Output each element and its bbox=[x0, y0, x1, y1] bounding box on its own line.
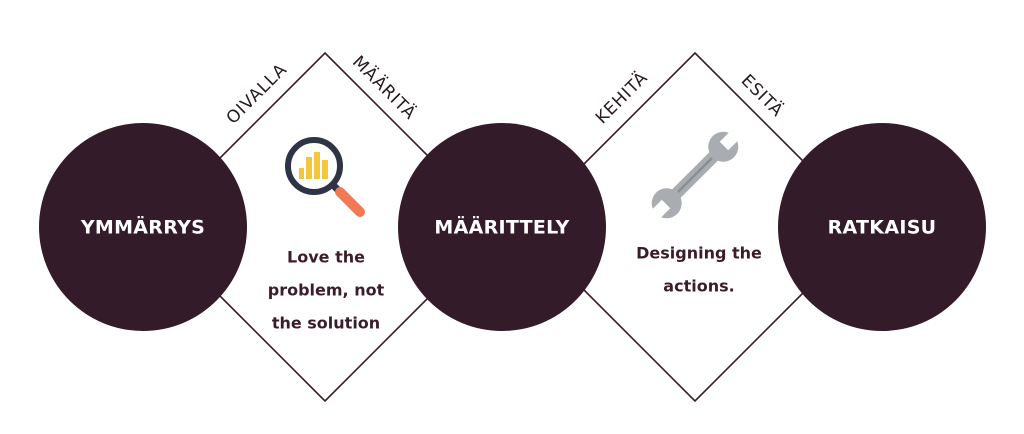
stage-label: RATKAISU bbox=[828, 217, 937, 239]
wrench-icon bbox=[649, 129, 741, 221]
magnifying-glass-chart-icon bbox=[285, 137, 365, 217]
stage-label: MÄÄRITTELY bbox=[434, 215, 569, 239]
caption-line: the solution bbox=[272, 314, 380, 333]
stage-circle-ymmarrys: YMMÄRRYS bbox=[39, 123, 247, 331]
edge-label-esita: ESITÄ bbox=[737, 70, 788, 121]
stage-circle-maarittely: MÄÄRITTELY bbox=[398, 123, 606, 331]
caption-line: Designing the bbox=[636, 244, 762, 263]
caption-line: Love the bbox=[287, 248, 365, 267]
stage-label: YMMÄRRYS bbox=[80, 215, 205, 239]
caption-line: actions. bbox=[663, 277, 734, 296]
caption-line: problem, not bbox=[268, 281, 385, 300]
edge-label-kehita: KEHITÄ bbox=[591, 67, 652, 128]
edge-label-oivalla: OIVALLA bbox=[223, 60, 292, 129]
stage-circle-ratkaisu: RATKAISU bbox=[778, 123, 986, 331]
